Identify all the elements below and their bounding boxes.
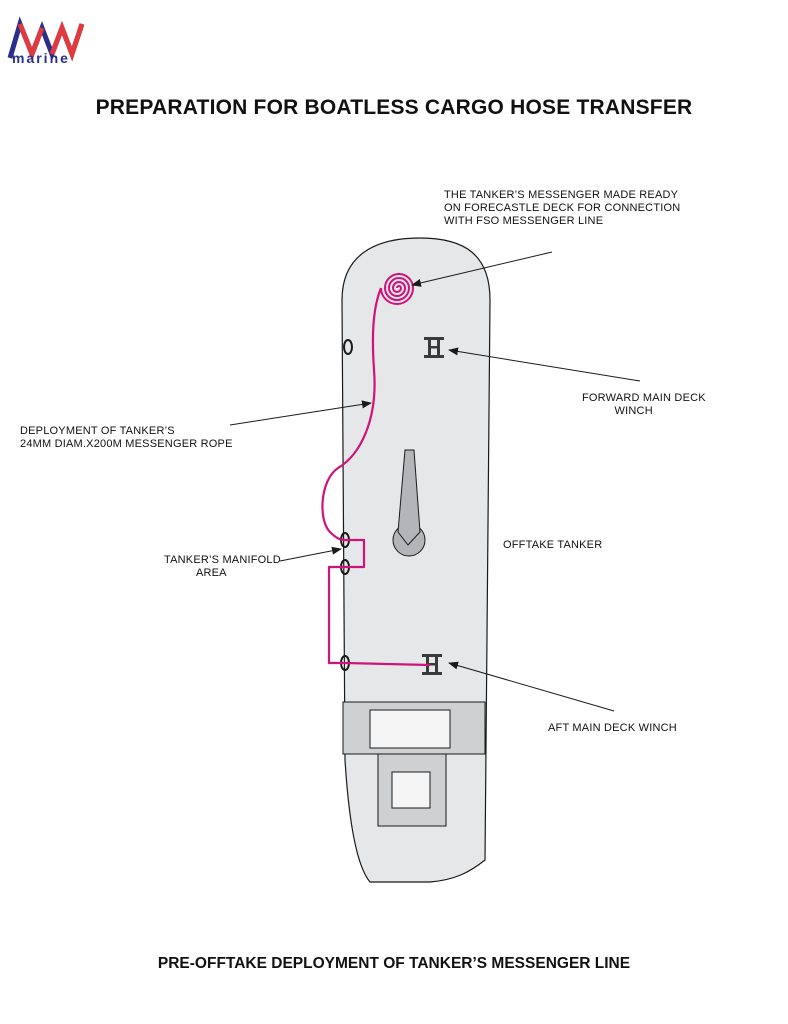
bridge-deck: [369, 709, 451, 749]
forward-winch-icon: [424, 337, 444, 358]
label-manifold: TANKER’S MANIFOLD AREA: [164, 554, 281, 579]
label-aft-winch: AFT MAIN DECK WINCH: [548, 722, 677, 734]
page-title: PREPARATION FOR BOATLESS CARGO HOSE TRAN…: [95, 96, 693, 119]
marine-logo-icon: [7, 16, 85, 62]
arrow-forward-winch: [448, 347, 641, 382]
figure-caption: PRE-OFFTAKE DEPLOYMENT OF TANKER’S MESSE…: [157, 955, 631, 972]
label-deployment: DEPLOYMENT OF TANKER’S 24MM DIAM.X200M M…: [20, 425, 233, 450]
arrow-aft-winch: [448, 661, 615, 712]
funnel: [391, 771, 431, 809]
brand-name: marine: [12, 50, 70, 66]
arrow-messenger-ready: [411, 251, 553, 287]
fairlead-forward: [343, 339, 353, 355]
messenger-rope-coil: [380, 273, 415, 305]
arrow-deployment: [229, 400, 372, 426]
messenger-rope: [321, 287, 431, 667]
label-forward-winch: FORWARD MAIN DECK WINCH: [582, 392, 706, 417]
label-messenger-ready: THE TANKER’S MESSENGER MADE READY ON FOR…: [444, 189, 681, 227]
crane-jib: [397, 449, 421, 546]
arrow-manifold: [279, 546, 342, 562]
label-offtake-tanker: OFFTAKE TANKER: [503, 539, 603, 551]
